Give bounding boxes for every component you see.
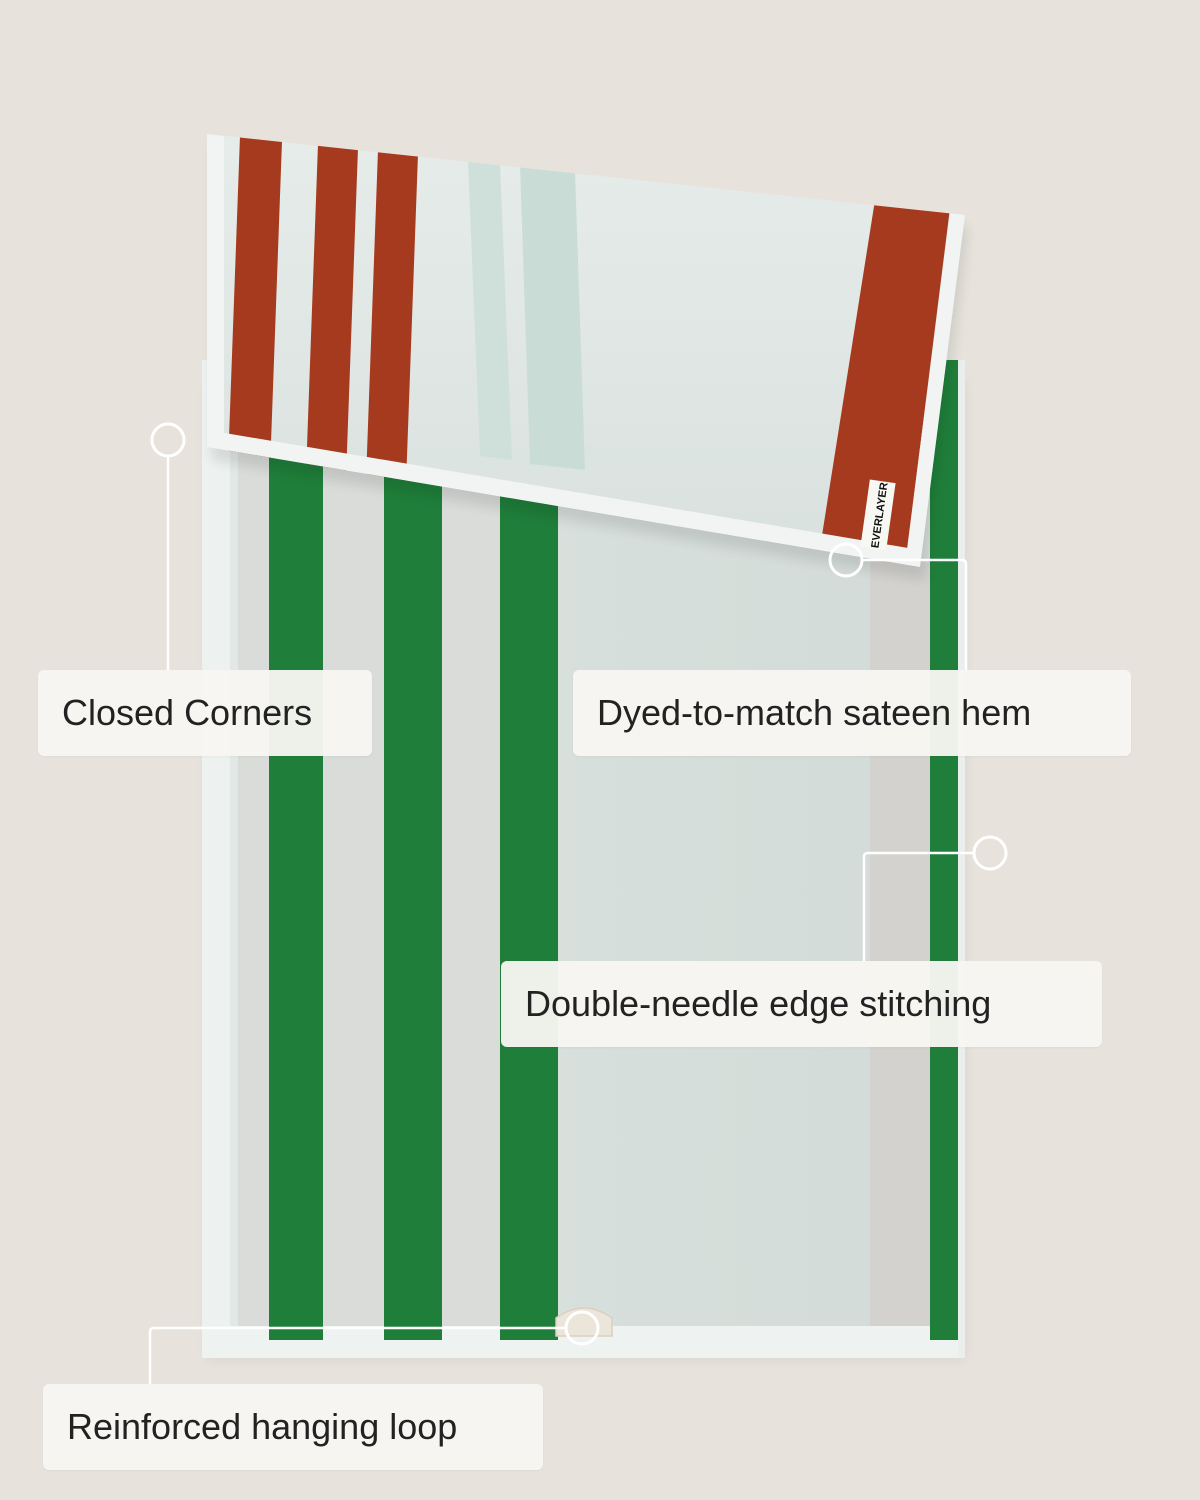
pale-stripe — [322, 360, 384, 1326]
leader-line-edge-stitching — [862, 851, 974, 962]
rust-stripe — [820, 200, 950, 560]
flap-hem-right — [905, 213, 965, 567]
marker-closed-corners[interactable] — [150, 422, 186, 458]
flap-hem-left — [207, 134, 224, 450]
green-stripe — [500, 360, 558, 1340]
callout-edge-stitching: Double-needle edge stitching — [501, 961, 1102, 1047]
marker-sateen-hem[interactable] — [828, 542, 864, 578]
flap-hem-bottom — [207, 430, 920, 567]
leader-line-sateen-hem — [862, 558, 968, 672]
marker-edge-stitching[interactable] — [972, 835, 1008, 871]
marker-hanging-loop[interactable] — [564, 1310, 600, 1346]
pale-stripe — [442, 360, 500, 1326]
callout-closed-corners: Closed Corners — [38, 670, 372, 756]
pale-stripe — [238, 360, 270, 1326]
markers — [150, 422, 1008, 1346]
green-stripe — [930, 360, 960, 1340]
callout-sateen-hem: Dyed-to-match sateen hem — [573, 670, 1131, 756]
leader-line-hanging-loop — [148, 1326, 566, 1386]
rust-stripe — [366, 150, 418, 484]
towel-edge-left — [202, 360, 230, 1358]
leader-lines — [148, 456, 974, 1386]
flap-faint-stripe — [468, 160, 512, 460]
green-stripe — [384, 360, 442, 1340]
towel-edge-right — [958, 360, 965, 1358]
brand-label: EVERLAYER — [860, 479, 896, 551]
green-stripe — [269, 360, 323, 1340]
rust-stripe — [228, 136, 282, 470]
towel-flap: EVERLAYER — [207, 134, 968, 580]
rust-stripe — [306, 144, 358, 478]
flap-faint-stripe — [520, 165, 585, 470]
callout-hanging-loop: Reinforced hanging loop — [43, 1384, 543, 1470]
